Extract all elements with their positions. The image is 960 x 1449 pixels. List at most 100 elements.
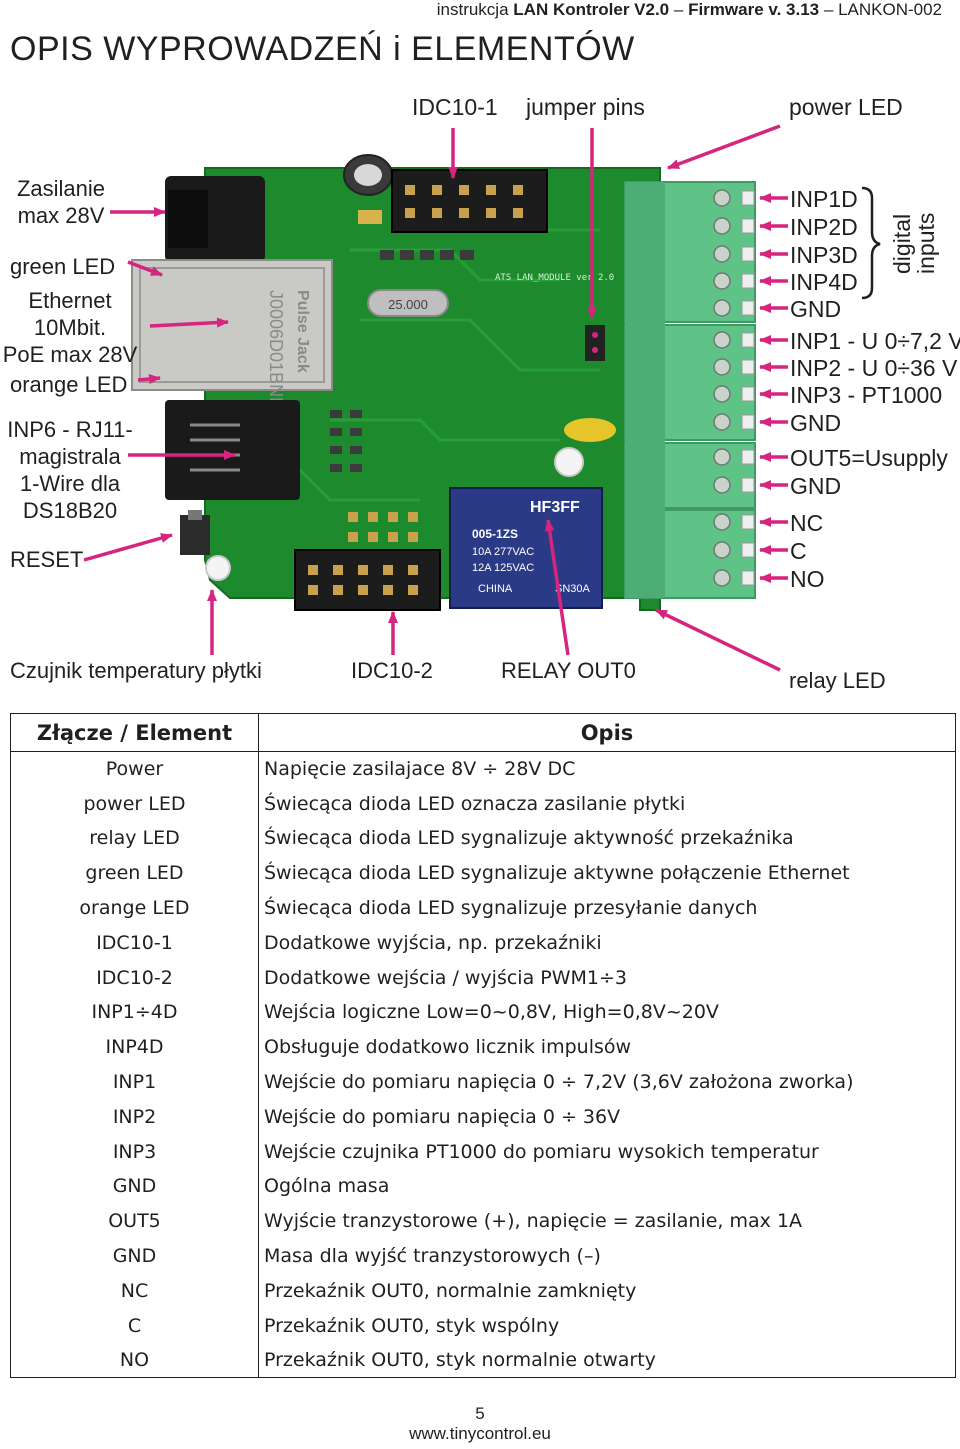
table-cell-description: Świecąca dioda LED oznacza zasilanie pły…: [258, 786, 956, 822]
table-cell-connector: INP4D: [10, 1029, 259, 1065]
rj11-jack: [165, 400, 300, 500]
label-digital-inputs: digital inputs: [889, 212, 939, 274]
table-cell-connector: IDC10-1: [10, 925, 259, 961]
label-inp2d: INP2D: [790, 214, 858, 240]
table-cell-description: Dodatkowe wyjścia, np. przekaźniki: [258, 925, 956, 961]
crystal: [367, 289, 449, 317]
dc-jack: [165, 176, 265, 262]
table-cell-connector: INP2: [10, 1099, 259, 1135]
idc10-1-connector: [391, 169, 548, 233]
relay-origin: CHINA: [478, 583, 513, 595]
table-cell-connector: INP3: [10, 1134, 259, 1170]
label-reset: RESET: [10, 547, 84, 572]
label-idc10-2: IDC10-2: [351, 658, 433, 683]
table-header-row: Złącze / Element Opis: [10, 713, 956, 752]
table-cell-description: Dodatkowe wejścia / wyjścia PWM1÷3: [258, 960, 956, 996]
table-header-description: Opis: [258, 713, 956, 752]
table-cell-description: Świecąca dioda LED sygnalizuje przesyłan…: [258, 890, 956, 926]
label-no: NO: [790, 566, 825, 592]
table-cell-connector: power LED: [10, 786, 259, 822]
label-relay-out: RELAY OUT0: [501, 658, 636, 683]
label-idc10-1: IDC10-1: [412, 94, 498, 120]
relay-rating-2: 12A 125VAC: [472, 562, 534, 574]
table-cell-description: Napięcie zasilajace 8V ÷ 28V DC: [258, 751, 956, 787]
label-gnd-3: GND: [790, 473, 842, 499]
table-cell-description: Świecąca dioda LED sygnalizuje aktywne p…: [258, 855, 956, 891]
label-c: C: [790, 538, 807, 564]
reset-button-part: [180, 515, 210, 555]
table-cell-connector: GND: [10, 1169, 259, 1204]
table-cell-connector: NC: [10, 1273, 259, 1309]
label-inp3d: INP3D: [790, 242, 858, 268]
relay: [449, 487, 603, 609]
table-cell-description: Wejście czujnika PT1000 do pomiaru wysok…: [258, 1134, 956, 1170]
table-cell-connector: C: [10, 1308, 259, 1344]
table-cell-description: Masa dla wyjść tranzystorowych (–): [258, 1238, 956, 1274]
digital-brace: [861, 186, 881, 300]
relay-code: SN30A: [555, 583, 591, 595]
label-orange-led: orange LED: [10, 372, 128, 397]
ethernet-jack: [131, 259, 333, 391]
label-ethernet: Ethernet 10Mbit. PoE max 28V: [2, 288, 138, 367]
label-gnd-1: GND: [790, 296, 842, 322]
document-header: instrukcja LAN Kontroler V2.0 – Firmware…: [437, 0, 942, 20]
table-cell-description: Wejścia logiczne Low=0~0,8V, High=0,8V~2…: [258, 995, 956, 1030]
relay-model: 005-1ZS: [472, 527, 518, 541]
page-number: 5: [475, 1404, 485, 1423]
pcb-silkscreen: ATS LAN_MODULE ver 2.0: [495, 273, 614, 283]
header-dash: –: [673, 0, 684, 19]
table-cell-description: Przekaźnik OUT0, styk normalnie otwarty: [258, 1343, 956, 1379]
table-cell-connector: GND: [10, 1238, 259, 1274]
header-dash: –: [823, 0, 834, 19]
table-cell-description: Wyjście tranzystorowe (+), napięcie = za…: [258, 1203, 956, 1239]
label-inp6: INP6 - RJ11- magistrala 1-Wire dla DS18B…: [7, 417, 133, 523]
capacitor: [343, 154, 393, 196]
label-inp3-pt1000: INP3 - PT1000: [790, 382, 943, 408]
table-cell-connector: orange LED: [10, 890, 259, 926]
label-nc: NC: [790, 510, 824, 536]
label-inp1-analog: INP1 - U 0÷7,2 V: [790, 328, 960, 354]
label-temperature-sensor: Czujnik temperatury płytki: [10, 658, 262, 683]
table-cell-connector: INP1: [10, 1064, 259, 1100]
callout-arrows: [83, 124, 788, 672]
label-inp4d: INP4D: [790, 269, 858, 295]
label-jumper-pins: jumper pins: [526, 94, 645, 120]
table-cell-connector: Power: [10, 751, 259, 787]
website-link[interactable]: www.tinycontrol.eu: [409, 1424, 551, 1443]
table-header-connector: Złącze / Element: [10, 713, 259, 752]
table-cell-description: Obsługuje dodatkowo licznik impulsów: [258, 1029, 956, 1065]
label-inp1d: INP1D: [790, 186, 858, 212]
table-cell-description: Przekaźnik OUT0, styk wspólny: [258, 1308, 956, 1344]
table-cell-description: Przekaźnik OUT0, normalnie zamknięty: [258, 1273, 956, 1309]
table-cell-connector: relay LED: [10, 821, 259, 856]
relay-brand: HF3FF: [530, 499, 580, 516]
label-out5: OUT5=Usupply: [790, 445, 948, 471]
pcb: [204, 167, 661, 611]
table-cell-description: Ogólna masa: [258, 1169, 956, 1204]
table-cell-description: Wejście do pomiaru napięcia 0 ÷ 7,2V (3,…: [258, 1064, 956, 1100]
label-green-led: green LED: [10, 254, 116, 279]
table-cell-connector: NO: [10, 1343, 259, 1379]
jumper-pins: [585, 325, 605, 361]
idc10-2-connector: [294, 549, 441, 611]
label-power-supply: Zasilanie max 28V: [16, 176, 106, 228]
header-prefix: instrukcja: [436, 0, 509, 19]
terminal-screws: [713, 189, 731, 587]
label-power-led: power LED: [789, 94, 903, 120]
crystal-text: 25.000: [388, 297, 428, 312]
